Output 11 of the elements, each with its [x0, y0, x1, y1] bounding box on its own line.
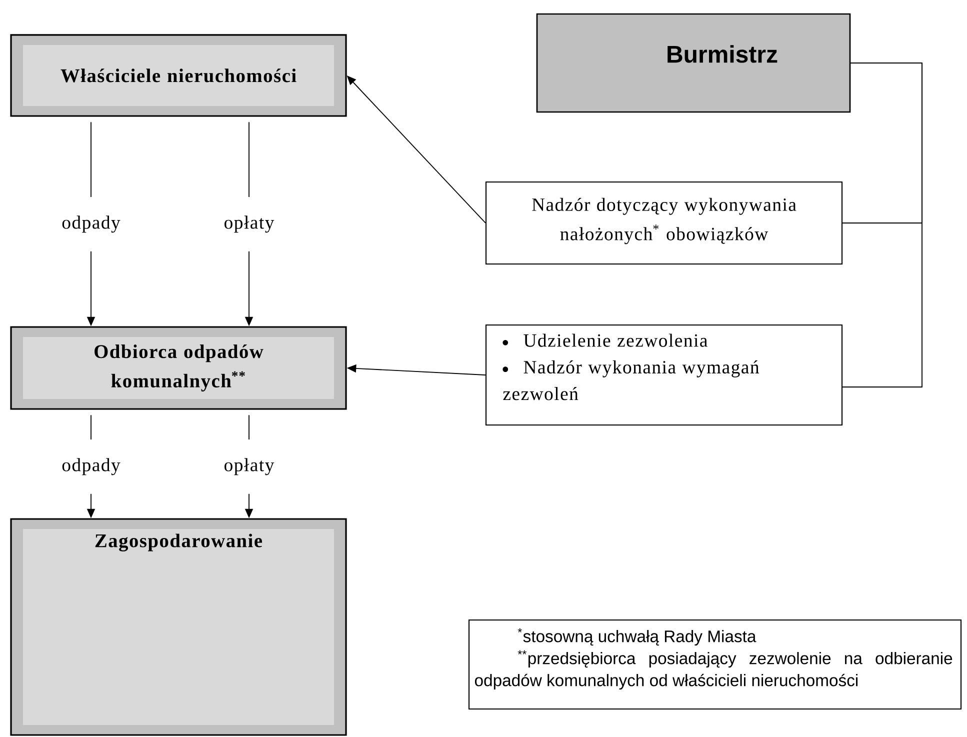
- edge-label: odpady: [59, 197, 124, 252]
- process-box: Odbiorca odpadów komunalnych$^{**}$: [10, 326, 347, 410]
- task-box: Udzielenie zezwolenia Nadzór wykonania wymagań zezwoleń: [485, 324, 843, 426]
- edge-label: opłaty: [221, 440, 277, 494]
- task-box: Nadzór dotyczący wykonywania nałożonych$^{*}$ obowiązków: [485, 181, 843, 265]
- process-box: Właściciele nieruchomości: [10, 34, 347, 117]
- authority-box: Burmistrz: [536, 13, 851, 113]
- process-box: Zagospodarowanie: [10, 518, 347, 736]
- edge-label: odpady: [59, 440, 124, 494]
- edge-label: opłaty: [221, 197, 277, 252]
- footnote-box: $^{*}$stosowną uchwałą Rady Miasta $^{**}$przedsiębiorca posiadający zezwolenie na odbieranie odpadów komunalnych od właścicieli nieruchomości: [468, 619, 962, 710]
